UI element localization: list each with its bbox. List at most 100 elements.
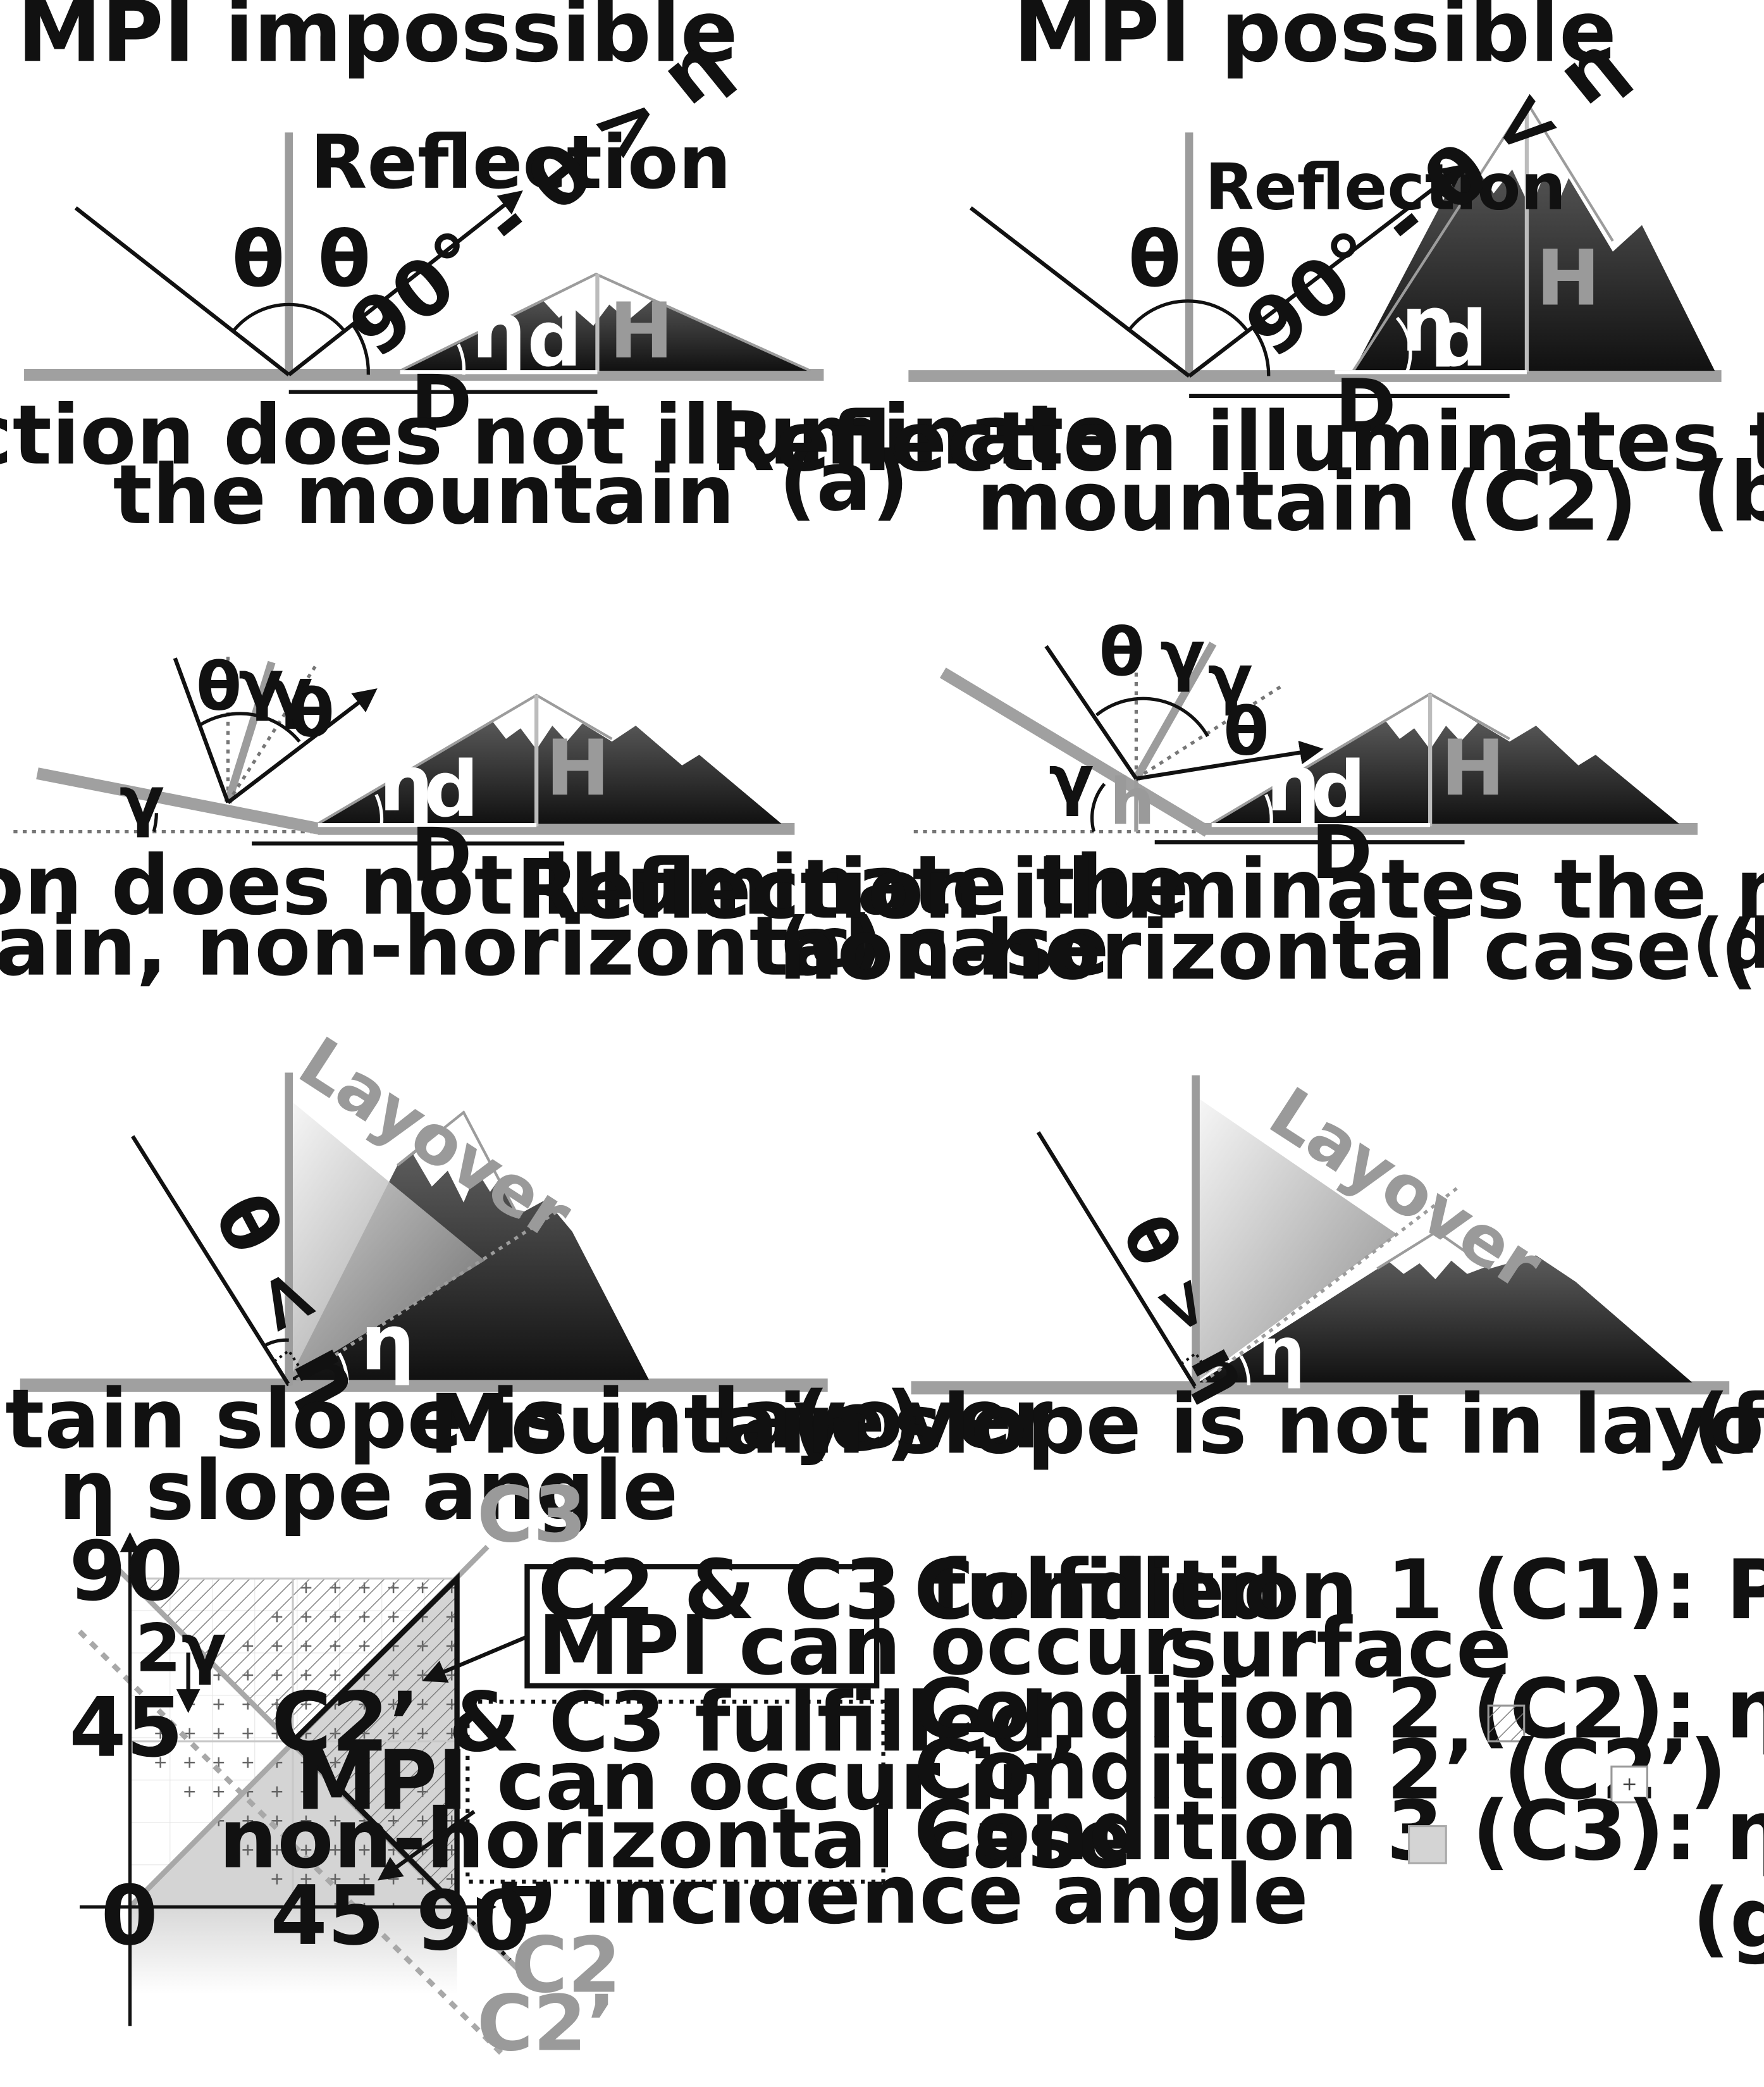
eta-label: η — [472, 286, 526, 376]
gamma-tilt: γ — [1049, 741, 1094, 819]
panel-tag: (f) — [1693, 1377, 1764, 1472]
panel-f: Layover θ > η η Mountain slope is not in… — [429, 1072, 1764, 1473]
x-tick-0: 0 — [101, 1868, 157, 1964]
legend-c3: Condition 3 (C3): η < θ — [914, 1783, 1764, 1879]
incident-ray — [74, 206, 290, 376]
fade-background — [130, 1907, 457, 1995]
surface-normal — [1132, 641, 1217, 781]
panel-d: θ γ γ θ γ h η d H D Reflection illuminat… — [516, 614, 1764, 998]
caption-line1: Reflection does not illuminate the — [0, 838, 1189, 933]
gamma-arc — [152, 813, 159, 833]
H-label: H — [1441, 723, 1505, 813]
panel-tag: (a) — [779, 434, 909, 529]
panel-tag: (c) — [779, 903, 882, 983]
reflection-label: Reflection — [1205, 151, 1566, 225]
theta-right: θ — [1224, 693, 1269, 771]
mirror-dotted — [1135, 684, 1283, 781]
caption-line2: non-horizontal case (C2’) — [779, 903, 1764, 998]
y-tick-90: 90 — [69, 1524, 183, 1619]
theta-left: θ — [1128, 214, 1181, 304]
gamma-arc — [1090, 783, 1106, 833]
header-mpi-impossible: MPI impossible — [17, 0, 737, 81]
theta-left: θ — [1099, 614, 1145, 691]
callout-c2p-c3-line1: C2’ & C3 fulfilled, — [271, 1675, 1080, 1770]
caption: Mountain slope is in layover — [0, 1372, 1052, 1467]
c2-label: C2 — [511, 1920, 621, 2010]
panel-c: θ γ γ θ γ η d H D Reflection does not il… — [0, 646, 1189, 994]
mpi-boundary — [291, 1572, 460, 1914]
layover-triangle — [1195, 1096, 1397, 1383]
D-label: D — [410, 812, 472, 898]
gamma-left: γ — [238, 646, 283, 723]
legend-c1-line2: surface — [1168, 1601, 1512, 1696]
eta-label: η — [1258, 1313, 1305, 1390]
d-label: d — [527, 294, 583, 384]
D-label: D — [1311, 809, 1372, 896]
eta-arc — [1264, 793, 1273, 824]
theta-gamma-arc — [1095, 697, 1209, 738]
reflected-ray — [287, 190, 523, 376]
panel-g-plot: 2γ η slope angle θ incidence angle 90 45… — [58, 1443, 1764, 2068]
gamma-tilt: γ — [120, 762, 164, 839]
reflected-ray — [1188, 164, 1466, 378]
theta-left: θ — [196, 648, 242, 726]
callout-c2-c3-line2: MPI can occur — [538, 1598, 1182, 1694]
incident-ray — [969, 206, 1191, 378]
caption-line2: mountain, non-horizontal case — [0, 899, 1109, 994]
gamma-right: γ — [268, 653, 312, 731]
complement-arc — [351, 323, 370, 375]
eta-label: η — [379, 739, 433, 829]
theta-arc — [231, 302, 346, 332]
H-label: H — [609, 286, 674, 376]
snow-cap — [1388, 1231, 1489, 1280]
theta-arc — [264, 1338, 289, 1347]
panel-tag: (b) — [1693, 445, 1764, 540]
x-tick-45: 45 — [270, 1868, 385, 1964]
eta-arc — [1239, 1355, 1250, 1385]
panel-e: Layover θ < η η Mountain slope is in lay… — [0, 1022, 1052, 1470]
legend-c2-swatch — [1487, 1704, 1526, 1743]
two-gamma-label: 2γ — [135, 1610, 226, 1687]
gamma-right: γ — [1207, 640, 1252, 717]
panel-tag: (e) — [792, 1374, 923, 1470]
mountain — [318, 695, 782, 824]
callout-arrow-1 — [422, 1635, 528, 1683]
eta-label: η — [1401, 280, 1455, 369]
mountain-outline — [397, 1110, 521, 1219]
legend-c3-swatch — [1408, 1825, 1447, 1864]
dotted-boundary-c2p — [455, 1905, 512, 1962]
h-label: h — [1110, 765, 1156, 839]
legend-plus-icon — [1623, 1778, 1636, 1791]
complement-arc — [1250, 325, 1271, 376]
mountain — [1353, 102, 1715, 371]
eta-label: η — [361, 1297, 415, 1387]
eta-arc — [457, 344, 466, 375]
theta-right: θ — [1214, 214, 1267, 304]
caption-line1: Reflection illuminates the — [712, 394, 1764, 490]
legend-c1-line1: Condition 1 (C1): Presence of reflective — [914, 1542, 1764, 1638]
theta-arc — [1126, 299, 1249, 332]
c2prime-line — [78, 1629, 508, 2060]
D-label: D — [1335, 362, 1396, 449]
callout-c2-c3 — [524, 1564, 880, 1688]
mountain — [1211, 693, 1679, 824]
x-tick-90: 90 — [416, 1873, 531, 1969]
mountain-outline — [1376, 1230, 1491, 1270]
header-mpi-possible: MPI possible — [1013, 0, 1617, 81]
panel-b: Reflection θ θ 90° - θ < η η d H D Refle… — [712, 18, 1764, 549]
callout-c2p-c3 — [466, 1699, 885, 1884]
caption-line2: the mountain — [113, 447, 735, 543]
eta-arc — [1395, 316, 1412, 375]
c2prime-label: C2’ — [477, 1978, 616, 2068]
mountain — [1198, 1231, 1693, 1383]
theta-left: θ — [232, 214, 285, 304]
tilted-surface — [939, 667, 1211, 837]
theta-gamma-arc — [197, 712, 301, 743]
legend-c2: Condition 2 (C2): η > 90° - θ — [914, 1661, 1764, 1757]
slope-dotted — [288, 1206, 564, 1387]
incident-ray — [1044, 645, 1138, 780]
eta-arc — [337, 1353, 349, 1383]
D-label: D — [410, 359, 472, 445]
mountain — [400, 274, 811, 371]
theta-right: θ — [289, 675, 335, 752]
